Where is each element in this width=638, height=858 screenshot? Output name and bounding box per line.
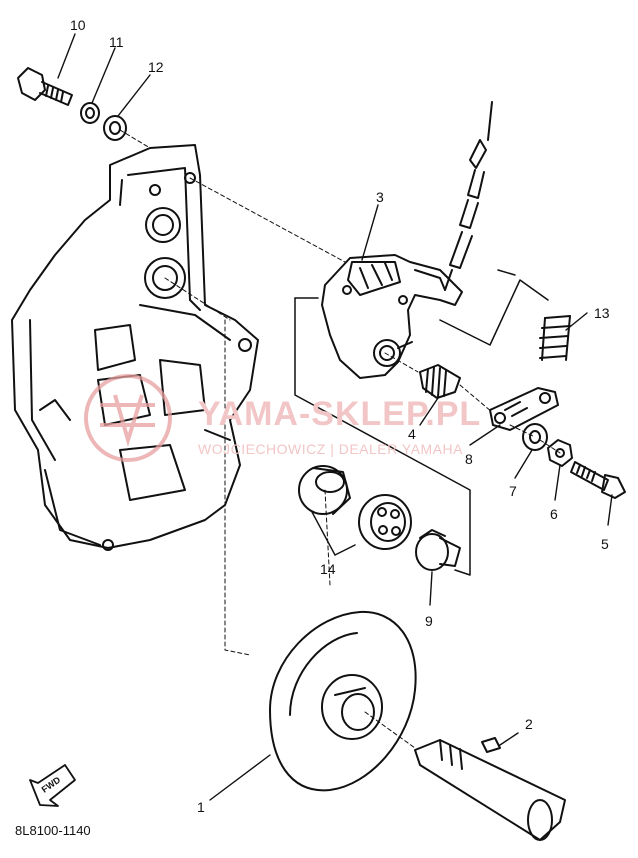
callout-3: 3	[376, 189, 384, 205]
case-housing	[11, 144, 259, 551]
callout-13: 13	[594, 305, 610, 321]
part-14-cap-pair	[298, 465, 412, 550]
part-10-bolt	[17, 67, 73, 106]
part-3-lever	[321, 254, 463, 379]
fwd-arrow-icon	[29, 764, 76, 807]
part-8-link-plate	[489, 387, 559, 431]
part-5-bolt	[570, 461, 626, 499]
watermark-logo	[84, 374, 172, 462]
callout-5: 5	[601, 536, 609, 552]
callout-leaders	[57, 33, 613, 801]
throttle-cable	[444, 101, 493, 291]
part-13-spring	[539, 315, 571, 361]
callout-9: 9	[425, 613, 433, 629]
part-4-worm-gear	[419, 364, 461, 399]
part-2-key-and-shaft	[414, 737, 566, 841]
callout-7: 7	[509, 483, 517, 499]
callout-6: 6	[550, 506, 558, 522]
watermark-subtitle: WOJCIECHOWICZ | DEALER YAMAHA	[198, 441, 463, 457]
part-12-washer	[103, 115, 127, 141]
watermark-title: YAMA-SKLEP.PL	[198, 395, 482, 433]
callout-2: 2	[525, 716, 533, 732]
part-1-sheave	[269, 610, 417, 792]
callout-1: 1	[197, 799, 205, 815]
alignment-lines	[119, 129, 561, 749]
callout-12: 12	[148, 59, 164, 75]
diagram-part-code: 8L8100-1140	[15, 823, 91, 838]
part-6-nut	[547, 439, 573, 467]
assembly-bracket-lines	[294, 269, 549, 576]
callout-8: 8	[465, 451, 473, 467]
part-11-spring-washer	[80, 102, 100, 124]
part-9-shaft	[415, 529, 461, 571]
callout-11: 11	[109, 34, 124, 50]
callout-4: 4	[408, 426, 416, 442]
part-7-washer	[522, 423, 548, 451]
callout-14: 14	[320, 561, 336, 577]
callout-10: 10	[70, 17, 86, 33]
